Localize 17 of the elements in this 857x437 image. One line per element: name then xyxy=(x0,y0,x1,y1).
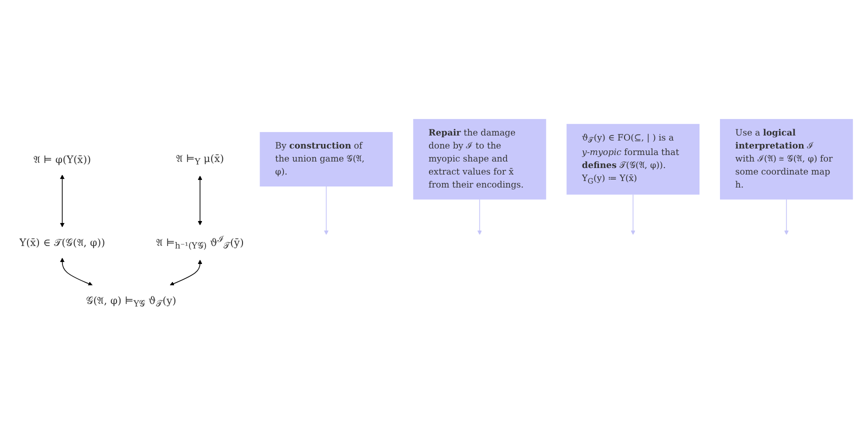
node-text: 𝔄 ⊨ φ(Y(x̄)) xyxy=(33,153,92,166)
node-text: 𝒢(𝔄, φ) ⊨$_{Y𝒢}$ ϑ$_{𝒯}$(y) xyxy=(86,294,176,309)
arrow xyxy=(60,258,93,286)
node-text: 𝔄 ⊨$_{Y}$ μ(x̄) xyxy=(176,152,224,166)
arrow xyxy=(170,260,202,286)
arrow xyxy=(324,186,329,235)
arrow xyxy=(198,176,202,226)
node-box: Repair the damage done by ℐ to the myopic shape and extract values for x̄ from their encodings. xyxy=(413,119,546,200)
node-box: By construction of the union game 𝒢(𝔄, φ). xyxy=(260,132,393,186)
node-text: Y(x̄) ∈ 𝒯(𝒢(𝔄, φ)) xyxy=(19,236,106,249)
arrow xyxy=(60,174,64,228)
node-box: Use a logical interpretation ℐ with ℐ(𝔄) ≅ 𝒢(𝔄, φ) for some coordinate map h. xyxy=(720,119,853,200)
node-box: ϑ$_{𝒯}$(y) ∈ FO(⊆, | ) is a y-myopic formula that defines 𝒯(𝒢(𝔄, φ)). Y$_{G}$(y) ≔ Y(x̄) xyxy=(566,124,700,195)
node-text: 𝔄 ⊨$_{h⁻¹(Y𝒢)}$ ϑ$^{ℐ}$$_{𝒯}$(ȳ) xyxy=(156,234,244,250)
arrow xyxy=(784,199,789,235)
arrow xyxy=(477,199,482,235)
arrow xyxy=(630,194,636,235)
